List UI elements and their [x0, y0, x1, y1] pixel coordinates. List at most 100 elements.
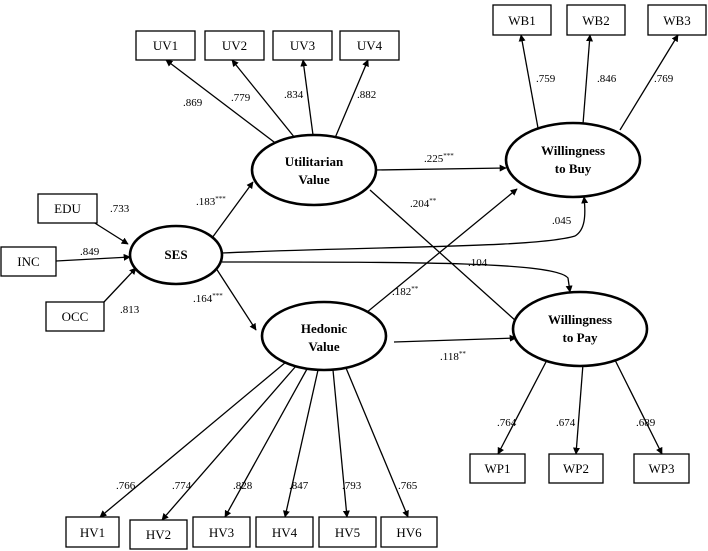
svg-text:WP2: WP2: [563, 461, 589, 476]
coef-ses-wtp: .104: [468, 257, 488, 269]
indicator-uv4: UV4: [339, 30, 400, 61]
path-ses-hv: [211, 261, 257, 331]
path-hv-hv5: [332, 369, 350, 518]
svg-text:HV5: HV5: [335, 525, 360, 540]
wtp-label-line2: to Pay: [562, 330, 598, 345]
svg-text:HV4: HV4: [272, 525, 298, 540]
wtb-label-line2: to Buy: [555, 161, 592, 176]
svg-text:WP3: WP3: [649, 461, 675, 476]
loading-hv6: .765: [398, 480, 418, 492]
svg-text:OCC: OCC: [62, 309, 89, 324]
svg-text:UV3: UV3: [290, 38, 315, 53]
wtp-label-line1: Willingness: [548, 312, 612, 327]
loading-uv4: .882: [357, 89, 376, 101]
svg-text:UV1: UV1: [153, 38, 178, 53]
ellipse-hedonic-value: [260, 300, 388, 372]
hv-label-line2: Value: [308, 339, 340, 354]
indicator-uv3: UV3: [272, 30, 333, 61]
loading-occ: .813: [120, 304, 140, 316]
path-uv-wtb: [375, 164, 507, 172]
path-wtp-wp3: [613, 357, 663, 455]
svg-text:HV2: HV2: [146, 527, 171, 542]
loading-hv3: .828: [233, 480, 253, 492]
path-ses-wtb: [221, 196, 589, 254]
svg-text:WB2: WB2: [582, 13, 609, 28]
indicator-wp3: WP3: [633, 453, 690, 484]
indicator-wp2: WP2: [548, 453, 604, 484]
loading-wb1: .759: [536, 73, 556, 85]
indicator-hv5: HV5: [318, 516, 377, 548]
svg-text:HV1: HV1: [80, 525, 105, 540]
path-wtp-wp2: [572, 363, 584, 455]
loading-wb2: .846: [597, 73, 617, 85]
indicator-uv1: UV1: [135, 30, 196, 61]
svg-text:UV2: UV2: [222, 38, 247, 53]
path-ses-uv: [211, 181, 254, 239]
coef-uv-wtp: .204**: [410, 197, 437, 210]
indicator-wb3: WB3: [647, 4, 707, 36]
path-wtb-wb2: [582, 34, 593, 125]
wtb-label-line1: Willingness: [541, 143, 605, 158]
path-wtb-wb3: [619, 34, 679, 131]
loading-uv3: .834: [284, 89, 304, 101]
indicator-inc: INC: [0, 246, 57, 277]
svg-text:INC: INC: [17, 254, 39, 269]
loading-wp1: .764: [497, 417, 517, 429]
uv-label-line1: Utilitarian: [285, 154, 344, 169]
loading-wb3: .769: [654, 73, 674, 85]
svg-text:HV6: HV6: [396, 525, 422, 540]
loading-hv2: .774: [172, 480, 192, 492]
path-occ-ses: [103, 267, 137, 303]
loading-hv1: .766: [116, 480, 136, 492]
indicator-wb1: WB1: [492, 4, 552, 36]
path-uv-uv2: [231, 59, 296, 139]
uv-label-line2: Value: [298, 172, 330, 187]
coef-ses-hv: .164***: [193, 292, 223, 305]
coef-ses-wtb: .045: [552, 215, 572, 227]
path-hv-hv2: [161, 365, 297, 521]
ellipse-utilitarian-value: [250, 133, 378, 207]
path-ses-wtp: [221, 261, 573, 293]
path-uv-uv1: [165, 59, 279, 146]
indicator-hv2: HV2: [129, 519, 188, 550]
loading-edu: .733: [110, 203, 130, 215]
path-hv-wtb: [354, 188, 518, 323]
coef-uv-wtb: .225***: [424, 152, 454, 165]
path-uv-uv3: [300, 59, 314, 136]
path-wtp-wp1: [497, 359, 548, 455]
svg-text:WP1: WP1: [485, 461, 511, 476]
path-edu-ses: [89, 219, 129, 245]
path-hv-hv6: [345, 367, 409, 518]
indicator-edu: EDU: [37, 193, 98, 224]
loading-hv4: .847: [289, 480, 309, 492]
svg-text:UV4: UV4: [357, 38, 383, 53]
path-hv-wtp: [393, 334, 517, 343]
loading-wp2: .674: [556, 417, 576, 429]
hv-label-line1: Hedonic: [301, 321, 347, 336]
indicator-hv3: HV3: [192, 516, 251, 548]
loading-hv5: .793: [342, 480, 362, 492]
coef-hv-wtb: .182**: [392, 285, 419, 298]
loading-wp3: .689: [636, 417, 656, 429]
loading-inc: .849: [80, 246, 100, 258]
ellipse-willingness-to-pay: [511, 290, 649, 368]
coef-ses-uv: .183***: [196, 195, 226, 208]
svg-text:EDU: EDU: [54, 201, 81, 216]
svg-text:WB3: WB3: [663, 13, 690, 28]
loading-uv1: .869: [183, 97, 203, 109]
svg-text:HV3: HV3: [209, 525, 234, 540]
path-uv-wtp: [369, 189, 527, 331]
path-wtb-wb1: [518, 34, 539, 129]
indicator-wp1: WP1: [469, 453, 526, 484]
ses-label: SES: [164, 247, 187, 262]
ellipse-willingness-to-buy: [504, 121, 642, 199]
indicator-hv1: HV1: [65, 516, 120, 548]
path-hv-hv4: [282, 369, 319, 518]
indicator-hv6: HV6: [380, 516, 438, 548]
coef-hv-wtp: .118**: [440, 350, 466, 363]
svg-text:WB1: WB1: [508, 13, 535, 28]
indicator-hv4: HV4: [255, 516, 314, 548]
path-uv-uv4: [334, 59, 369, 139]
path-hv-hv1: [99, 361, 287, 518]
